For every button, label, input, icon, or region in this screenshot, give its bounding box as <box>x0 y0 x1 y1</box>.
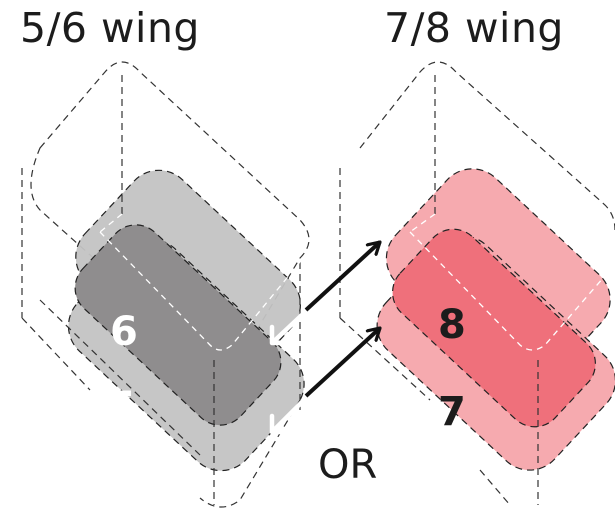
wing-5-6-inner-dashes <box>99 213 301 351</box>
slab-overlap-pink <box>391 228 597 428</box>
title-7-8-wing: 7/8 wing <box>384 4 564 52</box>
label-8: 8 <box>438 302 466 348</box>
wing-5-6-dashes <box>21 75 301 508</box>
arrow-black-upper <box>304 240 382 312</box>
label-6: 6 <box>110 309 138 355</box>
label-5: 5 <box>108 384 136 430</box>
arrow-white-lower <box>269 397 307 435</box>
wing-7-8-dashes <box>339 75 539 506</box>
arrows-group <box>269 240 382 435</box>
slab-overlap-dark <box>74 224 282 426</box>
label-7: 7 <box>438 389 466 435</box>
arrow-white-upper <box>269 310 307 346</box>
wing-5-6-group <box>21 61 310 508</box>
title-5-6-wing: 5/6 wing <box>20 4 200 52</box>
wing-7-8-inner-dashes <box>409 213 611 351</box>
wing-7-8-group <box>339 61 615 506</box>
arrow-black-lower <box>304 326 382 398</box>
label-or: OR <box>318 442 377 488</box>
